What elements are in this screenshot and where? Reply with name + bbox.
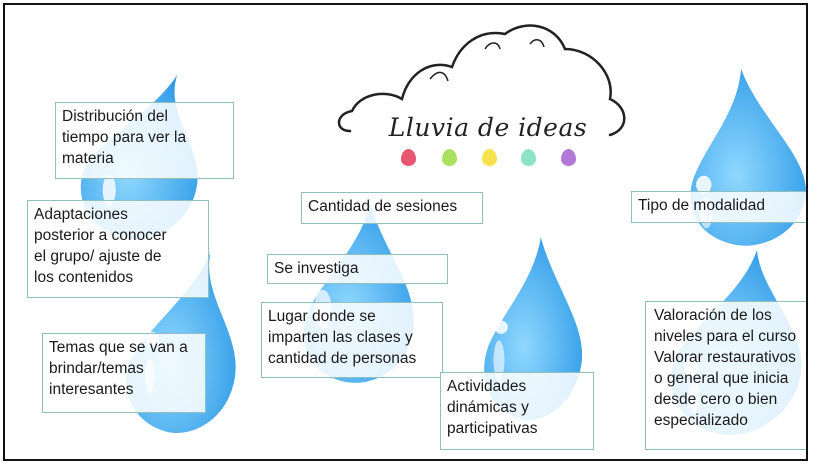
note-cantidad-sesiones: Cantidad de sesiones: [301, 192, 483, 224]
note-adaptaciones: Adaptaciones posterior a conocer el grup…: [27, 200, 209, 298]
note-temas: Temas que se van a brindar/temas interes…: [42, 333, 206, 413]
purple-drop-icon: [561, 149, 576, 166]
note-se-investiga: Se investiga: [267, 254, 448, 284]
mint-drop-icon: [521, 149, 536, 166]
title-cloud: Lluvia de ideas: [330, 19, 630, 189]
note-valoracion: Valoración de los niveles para el curso …: [645, 301, 806, 450]
cloud-icon: [337, 24, 626, 137]
note-lugar: Lugar donde se imparten las clases y can…: [261, 302, 443, 378]
page-title: Lluvia de ideas: [388, 113, 588, 142]
green-drop-icon: [442, 149, 457, 166]
note-tipo-modalidad: Tipo de modalidad: [631, 191, 806, 223]
note-distribucion: Distribución del tiempo para ver la mate…: [55, 102, 234, 179]
yellow-drop-icon: [482, 149, 497, 166]
canvas: Lluvia de ideas Distribución del tiempo …: [3, 3, 808, 461]
pink-drop-icon: [401, 149, 416, 166]
note-actividades: Actividades dinámicas y participativas: [440, 372, 594, 450]
